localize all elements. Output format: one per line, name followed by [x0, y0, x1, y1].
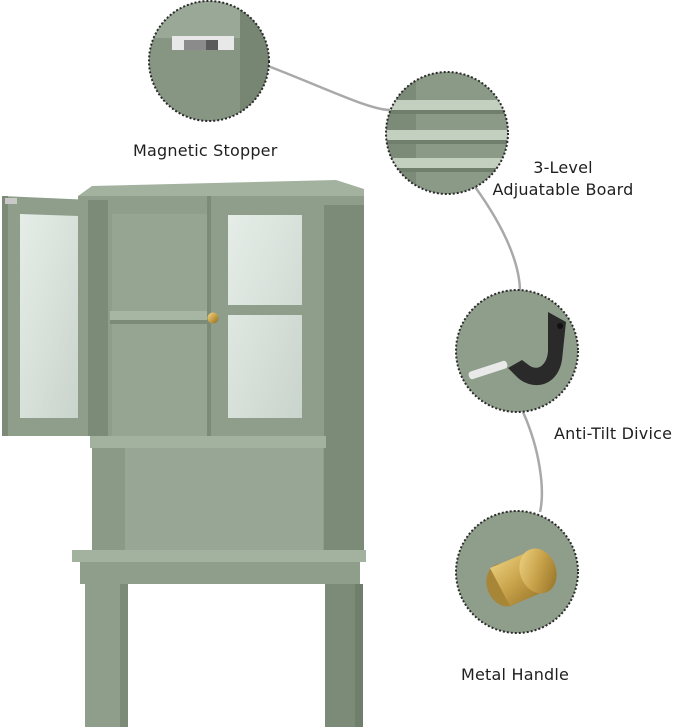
label-magnetic-stopper: Magnetic Stopper	[133, 141, 278, 160]
label-board-line2: Adjuatable Board	[492, 180, 634, 199]
detail-metal-handle	[455, 510, 579, 634]
connector-line	[267, 64, 544, 513]
label-adjustable-board: 3-Level Adjuatable Board	[488, 157, 638, 201]
detail-magnetic-stopper	[148, 0, 270, 122]
detail-anti-tilt	[455, 289, 579, 413]
cabinet	[2, 180, 366, 727]
label-metal-handle: Metal Handle	[461, 665, 570, 684]
label-board-line1: 3-Level	[533, 158, 593, 177]
detail-adjustable-board	[385, 71, 509, 195]
label-anti-tilt: Anti-Tilt Divice	[554, 424, 673, 443]
